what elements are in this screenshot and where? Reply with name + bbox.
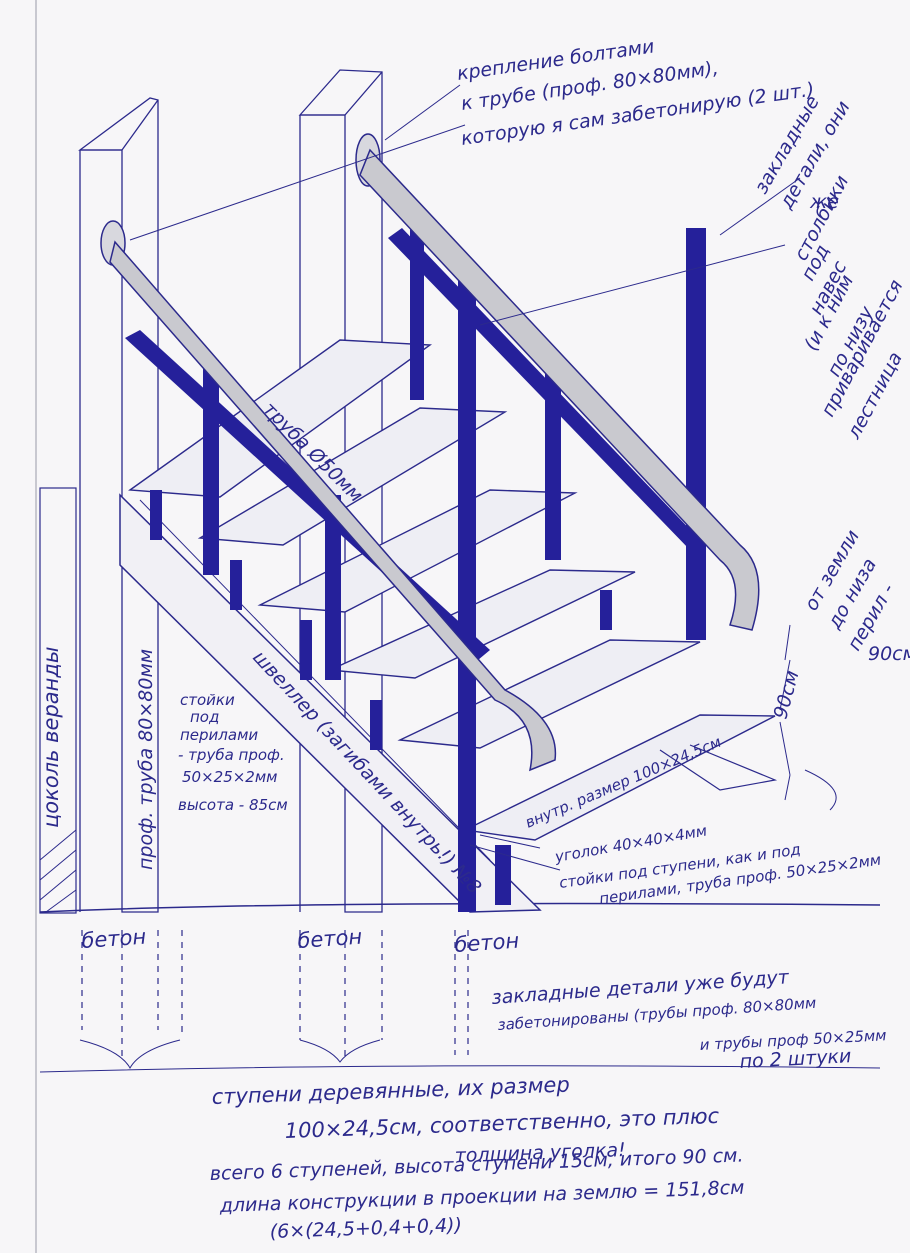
- dim-line: [784, 774, 791, 801]
- channel-flange: [139, 499, 491, 861]
- concrete-footings: [81, 930, 469, 1060]
- step-post-5: [495, 845, 511, 905]
- rail-post-2: [325, 495, 341, 680]
- step-post-3: [300, 620, 312, 680]
- embedded-post: [686, 228, 706, 640]
- rail-post-3: [458, 280, 476, 912]
- handrails: [109, 148, 760, 772]
- concrete-label-2: бетон: [297, 925, 363, 953]
- rail-posts-line-1: стойки: [180, 691, 235, 709]
- step-post-2: [230, 560, 242, 610]
- step-post-6: [600, 590, 612, 630]
- vertical-posts: [150, 220, 706, 912]
- rail-post-4: [410, 220, 424, 400]
- leader-lines: [129, 84, 801, 871]
- step-post-1: [150, 490, 162, 540]
- embedded-line-3: же: [809, 191, 839, 213]
- footing-bottom-mid: [299, 1039, 381, 1063]
- rail-posts-line-6: высота - 85см: [178, 796, 288, 814]
- prof-pipe-label: проф. труба 80×80мм: [135, 649, 157, 870]
- rail-posts-note: стойки под перилами - труба проф. 50×25×…: [178, 691, 288, 814]
- rail-posts-line-3: перилами: [180, 726, 258, 744]
- rail-post-1: [203, 360, 219, 575]
- lower-line: [39, 1065, 881, 1073]
- plinth-label: цоколь веранды: [39, 647, 63, 828]
- tread-bottom-detail: [659, 744, 778, 791]
- footing-bottom-left: [79, 1039, 181, 1070]
- rail-post-5: [545, 360, 561, 560]
- veranda-plinth: [39, 487, 77, 914]
- rail-posts-line-5: 50×25×2мм: [182, 768, 278, 786]
- rail-posts-line-2: под: [190, 708, 219, 726]
- rail-posts-line-4: - труба проф.: [178, 746, 285, 764]
- ground-curve: [804, 769, 837, 811]
- step-post-4: [370, 700, 382, 750]
- concrete-label-1: бетон: [81, 925, 147, 953]
- concrete-label-3: бетон: [454, 929, 520, 957]
- rail-height-line-4: 90см: [868, 643, 910, 665]
